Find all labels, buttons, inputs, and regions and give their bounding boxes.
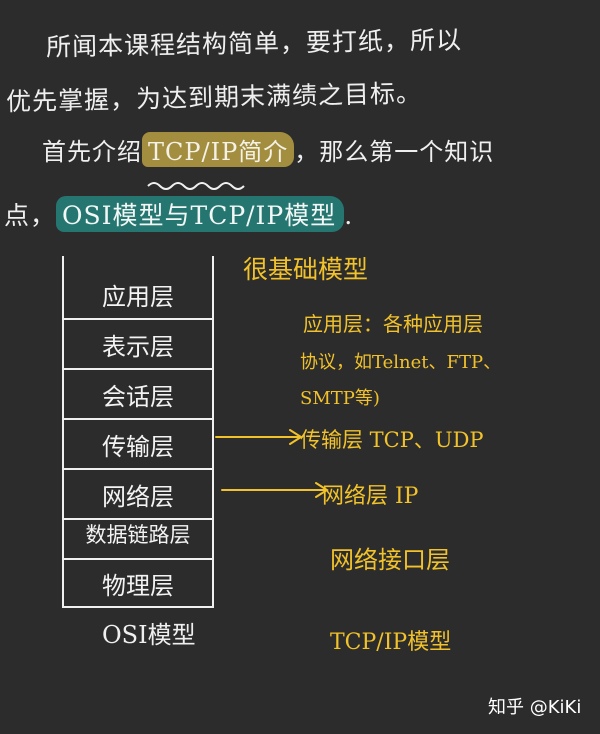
osi-layer-transport: 传输层 [64,420,212,470]
note-line-4: 点，OSI模型与TCP/IP模型. [4,196,353,232]
wavy-underline [147,182,245,190]
annotation-network-interface: 网络接口层 [330,546,450,574]
annotation-basic-model: 很基础模型 [243,255,369,284]
osi-layer-physical: 物理层 [102,571,174,600]
highlight-tcpip-intro: TCP/IP简介 [142,132,295,167]
arrow-to-network [221,482,329,498]
annotation-tcpip-model: TCP/IP模型 [330,630,452,655]
watermark: 知乎 @KiKi [488,697,582,718]
annotation-transport: 传输层 TCP、UDP [300,428,484,452]
highlight-osi-tcpip: OSI模型与TCP/IP模型 [56,196,345,232]
osi-model-caption: OSI模型 [102,621,196,649]
osi-layer-session: 会话层 [64,370,212,420]
annotation-application-line-3: SMTP等) [300,388,380,409]
annotation-application-line-1: 应用层：各种应用层 [303,312,483,336]
osi-layer-network: 网络层 [64,470,212,520]
note-line-4-post: . [344,201,354,230]
osi-layer-presentation: 表示层 [64,320,212,370]
annotation-application-line-2: 协议，如Telnet、FTP、 [300,352,502,373]
annotation-network: 网络层 IP [322,484,419,509]
osi-layer-application: 应用层 [64,270,212,320]
osi-layer-data-link: 数据链路层 [64,510,212,560]
note-line-1: 所闻本课程结构简单，要打纸，所以 [45,25,463,62]
note-line-4-pre: 点， [4,201,57,230]
arrow-to-transport [215,429,303,445]
note-line-3-post: ，那么第一个知识 [294,138,495,166]
osi-layer-stack: 应用层 表示层 会话层 传输层 网络层 数据链路层 物理层 [62,256,214,608]
note-line-3-pre: 首先介绍 [42,138,142,166]
note-line-2: 优先掌握，为达到期末满绩之目标。 [5,78,423,117]
